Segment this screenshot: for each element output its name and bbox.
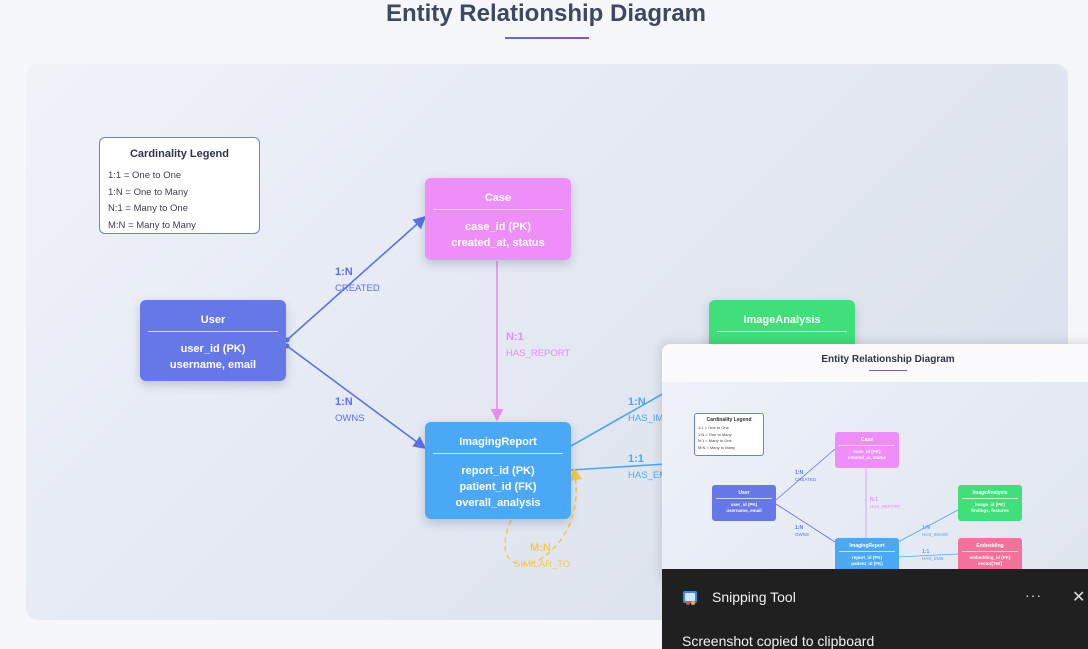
- close-notification-button[interactable]: ✕: [1072, 589, 1086, 606]
- preview-legend-row: N:1 = Many to One: [698, 438, 732, 443]
- rel-user-report-card: 1:N: [335, 396, 353, 408]
- rel-case-report-name: HAS_REPORT: [506, 348, 571, 359]
- preview-rel-card: 1:N: [922, 525, 931, 531]
- preview-entity-image-analysis: ImageAnalysis image_id (PK) findings, fe…: [958, 485, 1022, 521]
- preview-entity-name: ImageAnalysis: [972, 490, 1008, 496]
- rel-case-report-card: N:1: [506, 331, 524, 343]
- rel-report-self-name: SIMILAR_TO: [514, 559, 571, 570]
- entity-attr: case_id (PK): [464, 221, 532, 233]
- entity-name: User: [200, 314, 226, 326]
- preview-rel-name: HAS_IMAGE: [922, 532, 949, 537]
- preview-entity-attr: findings, features: [971, 508, 1009, 513]
- page-title: Entity Relationship Diagram: [385, 0, 707, 27]
- preview-rel-card: 1:N: [795, 470, 804, 476]
- title-underline: [505, 37, 589, 39]
- entity-attr: overall_analysis: [455, 497, 541, 509]
- rel-user-case-name: CREATED: [335, 283, 380, 294]
- rel-report-image-name: HAS_IM: [628, 413, 664, 424]
- preview-entity-attr: patient_id (FK): [851, 561, 883, 566]
- entity-attr: report_id (PK): [461, 465, 535, 477]
- edge-report-self: [504, 467, 583, 565]
- entity-user[interactable]: User user_id (PK) username, email: [140, 300, 286, 381]
- divider: [839, 445, 895, 446]
- divider: [433, 209, 563, 210]
- entity-name: ImageAnalysis: [743, 314, 821, 326]
- preview-title-underline: [869, 370, 907, 371]
- entity-attr: created_at, status: [451, 237, 545, 249]
- preview-rel-card: 1:N: [795, 525, 804, 531]
- preview-legend-title: Cardinality Legend: [706, 417, 752, 423]
- preview-entity-attr: created_at, status: [847, 455, 887, 460]
- divider: [148, 331, 278, 332]
- rel-user-report-name: OWNS: [335, 413, 365, 424]
- divider: [433, 453, 563, 454]
- preview-title: Entity Relationship Diagram: [821, 354, 955, 365]
- preview-rel-name: HAS_REPORT: [870, 504, 901, 509]
- legend-row: 1:1 = One to One: [108, 170, 182, 181]
- legend-title: Cardinality Legend: [129, 148, 230, 160]
- preview-legend-row: 1:N = One to Many: [698, 431, 732, 437]
- divider: [962, 498, 1018, 499]
- divider: [839, 551, 895, 552]
- legend-row: M:N = Many to Many: [108, 219, 196, 231]
- preview-entity-user: User user_id (PK) username, email: [712, 485, 776, 521]
- preview-entity-attr: username, email: [726, 508, 762, 513]
- preview-rel-card: N:1: [870, 497, 879, 503]
- snipping-tool-icon: [683, 591, 697, 605]
- entity-attr: patient_id (FK): [459, 481, 537, 493]
- rel-user-case-card: 1:N: [335, 266, 353, 278]
- more-options-button[interactable]: ···: [1025, 587, 1042, 603]
- preview-legend: Cardinality Legend 1:1 = One to One 1:N …: [694, 413, 764, 456]
- preview-rel-card: 1:1: [922, 549, 930, 555]
- entity-imaging-report[interactable]: ImagingReport report_id (PK) patient_id …: [425, 422, 571, 519]
- notification-message: Screenshot copied to clipboard: [682, 633, 875, 649]
- preview-entity-name: Embedding: [976, 543, 1004, 549]
- preview-entity-name: Case: [861, 437, 873, 443]
- edge-user-case: [286, 215, 427, 341]
- preview-canvas: Cardinality Legend 1:1 = One to One 1:N …: [662, 382, 1088, 584]
- rel-report-image-card: 1:N: [628, 396, 646, 408]
- screenshot-preview[interactable]: Entity Relationship Diagram Cardinality …: [662, 344, 1088, 584]
- preview-entity-attr: vector[768]: [977, 561, 1002, 566]
- legend-row: N:1 = Many to One: [108, 203, 188, 214]
- preview-entity-attr: report_id (PK): [851, 555, 882, 560]
- preview-legend-row: 1:1 = One to One: [698, 425, 729, 430]
- rel-report-emb-card: 1:1: [628, 453, 644, 465]
- preview-entity-name: User: [738, 490, 750, 496]
- legend-row: 1:N = One to Many: [108, 186, 188, 198]
- preview-rel-name: CREATED: [795, 477, 817, 482]
- edge-report-image: [570, 391, 667, 447]
- entity-name: Case: [484, 192, 512, 204]
- preview-entity-attr: image_id (PK): [974, 502, 1005, 507]
- preview-entity-name: ImagingReport: [849, 543, 885, 549]
- preview-entity-attr: user_id (PK): [730, 502, 758, 507]
- rel-report-emb-name: HAS_EM: [628, 470, 668, 481]
- divider: [962, 551, 1018, 552]
- preview-entity-case: Case case_id (PK) created_at, status: [835, 432, 899, 468]
- cardinality-legend: Cardinality Legend 1:1 = One to One 1:N …: [99, 137, 260, 234]
- edge-report-emb: [570, 463, 667, 471]
- entity-case[interactable]: Case case_id (PK) created_at, status: [425, 178, 571, 260]
- entity-name: ImagingReport: [459, 436, 537, 448]
- divider: [717, 331, 847, 332]
- preview-rel-name: OWNS: [795, 532, 809, 537]
- preview-entity-attr: embedding_id (PK): [969, 555, 1011, 560]
- entity-attr: user_id (PK): [180, 343, 246, 355]
- divider: [716, 498, 772, 499]
- preview-entity-attr: case_id (PK): [853, 449, 881, 454]
- preview-rel-name: HAS_EMB: [922, 556, 944, 561]
- preview-lines: [775, 448, 959, 558]
- entity-attr: username, email: [169, 359, 257, 371]
- rel-report-self-card: M:N: [530, 542, 551, 554]
- diagram-canvas: Cardinality Legend 1:1 = One to One 1:N …: [26, 64, 1068, 620]
- edge-user-report: [286, 345, 427, 449]
- notification-app-name: Snipping Tool: [712, 589, 796, 605]
- preview-legend-row: M:N = Many to Many: [698, 444, 736, 450]
- snipping-tool-notification[interactable]: Snipping Tool ··· ✕ Screenshot copied to…: [662, 569, 1088, 649]
